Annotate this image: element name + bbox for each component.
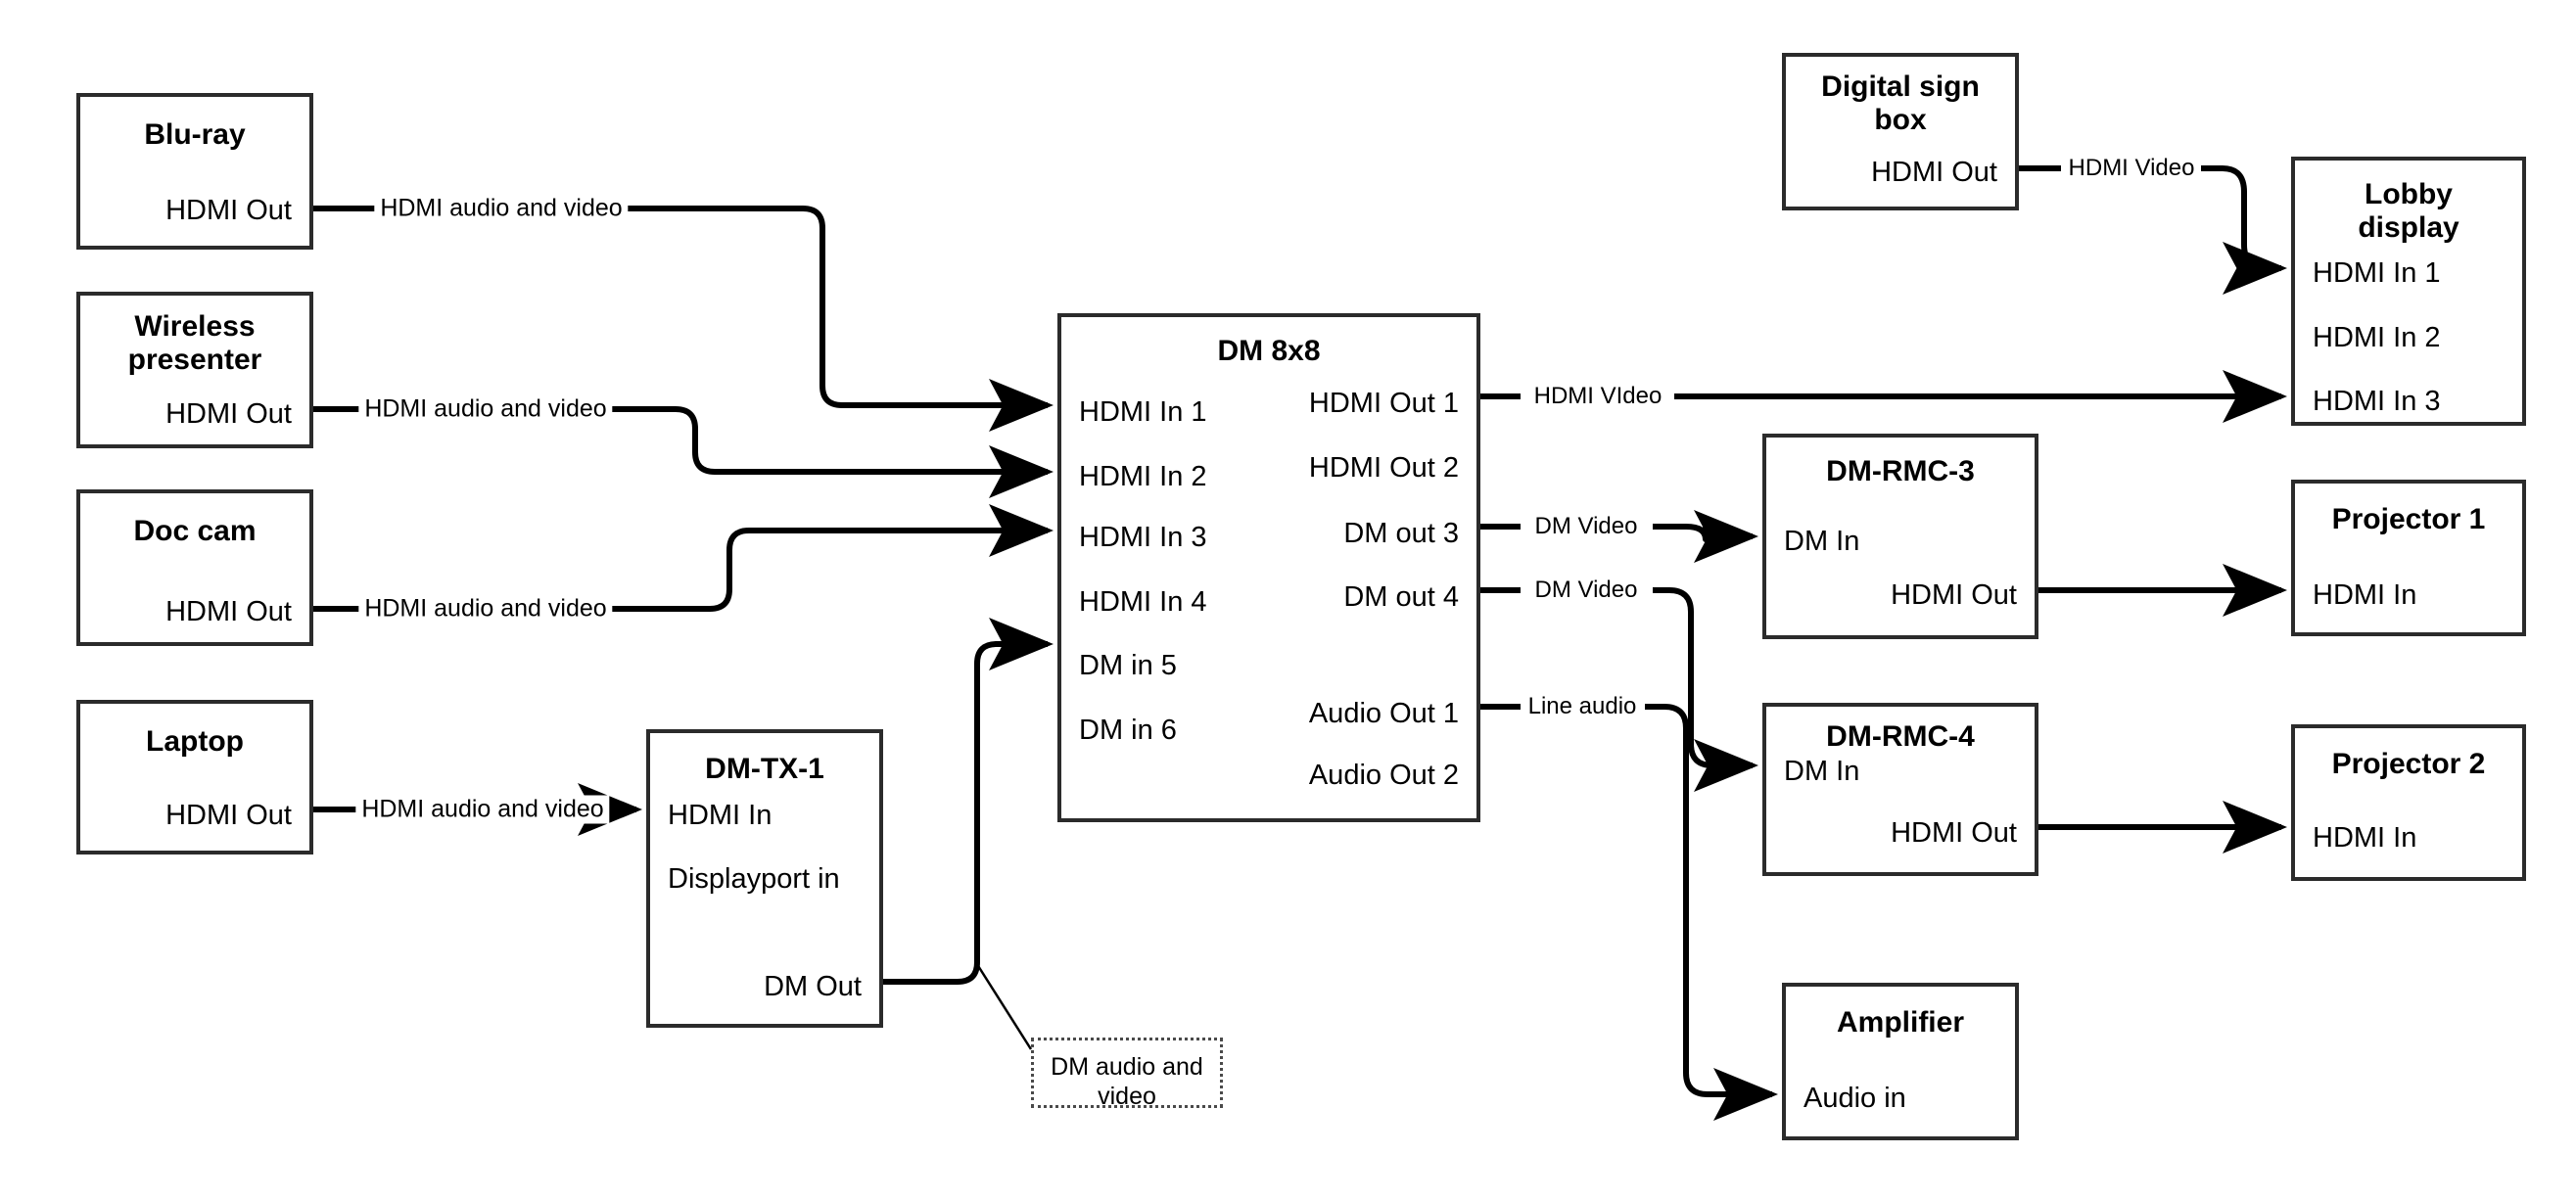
node-bluray[interactable]: Blu-ray HDMI Out — [76, 93, 313, 250]
node-doc-cam-title: Doc cam — [133, 515, 257, 547]
port-amp-audio-in[interactable]: Audio in — [1803, 1083, 1906, 1114]
port-dmtx1-hdmi-in[interactable]: HDMI In — [668, 800, 773, 831]
port-dm8x8-hdmi-in-4[interactable]: HDMI In 4 — [1079, 586, 1207, 618]
port-dmtx1-dm-out[interactable]: DM Out — [764, 971, 862, 1002]
port-dm8x8-dm-in-6[interactable]: DM in 6 — [1079, 715, 1177, 746]
port-lobby-hdmi-in-2[interactable]: HDMI In 2 — [2313, 322, 2441, 353]
port-dm8x8-hdmi-out-2[interactable]: HDMI Out 2 — [1308, 452, 1459, 484]
node-wireless-presenter-title: Wireless presenter — [127, 310, 262, 376]
port-proj1-hdmi-in[interactable]: HDMI In — [2313, 579, 2417, 611]
port-lobby-hdmi-in-3[interactable]: HDMI In 3 — [2313, 386, 2441, 417]
edge-label-hdmi-out1: HDMI VIdeo — [1527, 383, 1668, 410]
node-amplifier-title: Amplifier — [1836, 1006, 1965, 1039]
wire-wireless-to-dm8x8-b — [609, 406, 1054, 498]
port-doccam-hdmi-out[interactable]: HDMI Out — [165, 596, 292, 627]
node-projector-1[interactable]: Projector 1 HDMI In — [2291, 480, 2526, 636]
node-amplifier[interactable]: Amplifier Audio in — [1782, 983, 2019, 1140]
port-lobby-hdmi-in-1[interactable]: HDMI In 1 — [2313, 257, 2441, 289]
node-digital-sign-box[interactable]: Digital sign box HDMI Out — [1782, 53, 2019, 210]
wire-dm8x8-to-rmc3-b — [1653, 510, 1758, 563]
port-laptop-hdmi-out[interactable]: HDMI Out — [165, 800, 292, 831]
node-projector-2[interactable]: Projector 2 HDMI In — [2291, 724, 2526, 881]
port-bluray-hdmi-out[interactable]: HDMI Out — [165, 195, 292, 226]
edge-label-laptop: HDMI audio and video — [355, 795, 610, 824]
node-dm-rmc-3-title: DM-RMC-3 — [1826, 455, 1975, 487]
edge-label-bluray: HDMI audio and video — [374, 194, 629, 223]
callout-text: DM audio and video — [1051, 1053, 1203, 1110]
edge-label-doccam: HDMI audio and video — [358, 594, 613, 624]
port-rmc4-hdmi-out[interactable]: HDMI Out — [1891, 817, 2017, 849]
edge-label-dmout4: DM Video — [1528, 577, 1644, 604]
port-dm8x8-audio-out-1[interactable]: Audio Out 1 — [1308, 698, 1459, 729]
node-digital-sign-box-title: Digital sign box — [1821, 70, 1980, 136]
port-rmc4-dm-in[interactable]: DM In — [1784, 756, 1860, 787]
callout-dm-audio-video: DM audio and video — [1031, 1038, 1223, 1110]
port-dm8x8-hdmi-out-1[interactable]: HDMI Out 1 — [1308, 388, 1459, 419]
node-lobby-display-title: Lobby display — [2358, 178, 2459, 244]
port-proj2-hdmi-in[interactable]: HDMI In — [2313, 822, 2417, 854]
node-doc-cam[interactable]: Doc cam HDMI Out — [76, 489, 313, 646]
node-dm-rmc-3[interactable]: DM-RMC-3 DM In HDMI Out — [1762, 434, 2038, 639]
port-dm8x8-dm-out-3[interactable]: DM out 3 — [1343, 518, 1459, 549]
wire-bluray-to-dm8x8-b — [617, 206, 1054, 432]
edge-label-audioout1: Line audio — [1522, 693, 1643, 720]
node-dm-tx-1[interactable]: DM-TX-1 HDMI In Displayport in DM Out — [646, 729, 883, 1028]
node-laptop[interactable]: Laptop HDMI Out — [76, 700, 313, 855]
port-dm8x8-dm-in-5[interactable]: DM in 5 — [1079, 650, 1177, 681]
wire-dm8x8-to-amp-b — [1645, 704, 1778, 1121]
node-lobby-display[interactable]: Lobby display HDMI In 1 HDMI In 2 HDMI I… — [2291, 157, 2526, 426]
wire-signbox-to-lobby-b — [2201, 165, 2287, 295]
node-projector-2-title: Projector 2 — [2331, 748, 2486, 780]
wire-dm8x8-to-rmc4-b — [1653, 587, 1758, 792]
node-dm-8x8-title: DM 8x8 — [1217, 335, 1321, 367]
node-bluray-title: Blu-ray — [144, 118, 246, 151]
edge-label-wireless: HDMI audio and video — [358, 394, 613, 424]
node-dm-8x8[interactable]: DM 8x8 HDMI In 1 HDMI In 2 HDMI In 3 HDM… — [1057, 313, 1480, 822]
port-dm8x8-dm-out-4[interactable]: DM out 4 — [1343, 581, 1459, 613]
edge-label-dmout3: DM Video — [1528, 513, 1644, 540]
port-signbox-hdmi-out[interactable]: HDMI Out — [1871, 157, 1997, 188]
callout-leader — [973, 960, 1033, 1050]
node-wireless-presenter[interactable]: Wireless presenter HDMI Out — [76, 292, 313, 448]
port-rmc3-dm-in[interactable]: DM In — [1784, 526, 1860, 557]
port-dm8x8-hdmi-in-2[interactable]: HDMI In 2 — [1079, 461, 1207, 492]
node-dm-rmc-4-title: DM-RMC-4 — [1826, 720, 1975, 753]
port-wireless-hdmi-out[interactable]: HDMI Out — [165, 398, 292, 430]
edge-label-signbox: HDMI Video — [2062, 155, 2201, 182]
port-dm8x8-audio-out-2[interactable]: Audio Out 2 — [1308, 760, 1459, 791]
node-laptop-title: Laptop — [146, 725, 244, 758]
node-dm-tx-1-title: DM-TX-1 — [705, 753, 824, 785]
node-projector-1-title: Projector 1 — [2331, 503, 2486, 535]
wire-dmtx1-to-dm8x8 — [883, 618, 1054, 985]
wire-doccam-to-dm8x8-b — [609, 504, 1054, 612]
port-dm8x8-hdmi-in-3[interactable]: HDMI In 3 — [1079, 522, 1207, 553]
port-dm8x8-hdmi-in-1[interactable]: HDMI In 1 — [1079, 396, 1207, 428]
port-rmc3-hdmi-out[interactable]: HDMI Out — [1891, 579, 2017, 611]
port-dmtx1-displayport-in[interactable]: Displayport in — [668, 863, 840, 895]
node-dm-rmc-4[interactable]: DM-RMC-4 DM In HDMI Out — [1762, 703, 2038, 876]
